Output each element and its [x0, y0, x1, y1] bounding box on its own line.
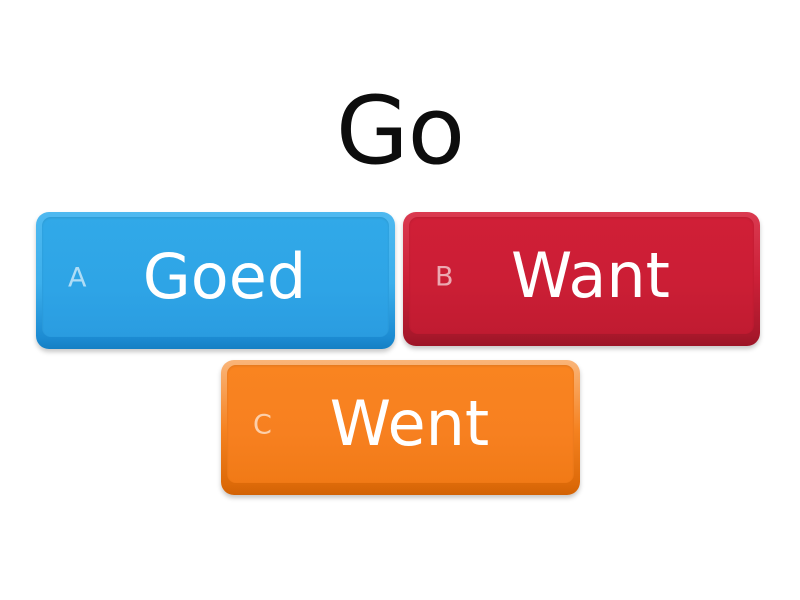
- answer-option-a-label: Goed: [142, 240, 307, 313]
- question-prompt: Go: [335, 77, 465, 186]
- answer-option-a[interactable]: A Goed: [36, 212, 395, 349]
- answer-option-c-letter: C: [253, 409, 272, 441]
- answer-option-b[interactable]: B Want: [403, 212, 760, 346]
- answer-option-a-face: A Goed: [42, 217, 389, 337]
- answer-option-c-face: C Went: [227, 365, 574, 483]
- answer-option-c[interactable]: C Went: [221, 360, 580, 495]
- answer-option-c-label: Went: [329, 387, 490, 460]
- answer-option-b-letter: B: [435, 261, 454, 293]
- answer-option-a-letter: A: [68, 262, 87, 294]
- answer-option-b-face: B Want: [409, 217, 754, 334]
- answer-option-b-label: Want: [511, 238, 670, 312]
